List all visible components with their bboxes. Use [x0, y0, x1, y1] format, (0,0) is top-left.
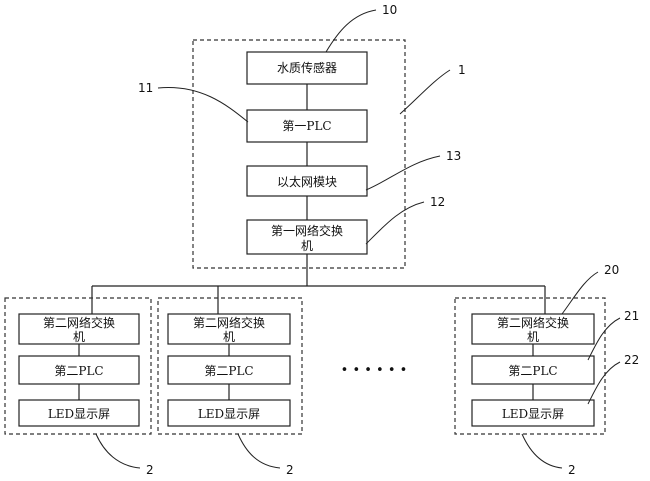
leader-ref-13 [365, 155, 441, 191]
leader-ref-22 [587, 361, 621, 405]
sub-unit-1-ref: 2 [146, 463, 154, 477]
leader-ref-11 [157, 86, 249, 123]
sub-unit-1-switch-line1: 第二网络交换 [43, 315, 115, 330]
ref-10: 10 [382, 3, 397, 17]
sub-unit-3-plc-label: 第二PLC [508, 364, 557, 378]
sub-unit-3-switch-line2: 机 [527, 330, 539, 344]
ref-1: 1 [458, 63, 466, 77]
sub-unit-2-plc-label: 第二PLC [204, 364, 253, 378]
sub-unit-3-switch-line1: 第二网络交换 [497, 315, 569, 330]
sub-unit-1-switch-line2: 机 [73, 330, 85, 344]
sub-unit-2-switch-box [167, 313, 291, 345]
main-unit-outline [192, 39, 406, 269]
ref-13: 13 [446, 149, 461, 163]
ref-12: 12 [430, 195, 445, 209]
leader-ref-1 [399, 69, 451, 115]
first-plc-label: 第一PLC [282, 119, 331, 133]
sub-unit-1-led-box [18, 399, 140, 427]
leader-sub-unit-2-ref [237, 433, 281, 469]
water-quality-sensor-label: 水质传感器 [277, 60, 337, 75]
ref-22: 22 [624, 353, 639, 367]
leader-ref-10 [325, 9, 377, 53]
leader-ref-21 [587, 317, 621, 361]
ref-11: 11 [138, 81, 153, 95]
leader-sub-unit-1-ref [95, 433, 141, 469]
sub-unit-2-plc-box [167, 355, 291, 385]
sub-unit-3-switch-box [471, 313, 595, 345]
sub-unit-3-ref: 2 [568, 463, 576, 477]
more-units-ellipsis: • • • • • • [341, 363, 408, 378]
ref-20: 20 [604, 263, 619, 277]
leader-ref-20 [561, 271, 599, 315]
sub-unit-1-plc-label: 第二PLC [54, 364, 103, 378]
sub-unit-1-led-label: LED显示屏 [48, 407, 110, 421]
sub-unit-2-led-box [167, 399, 291, 427]
leader-sub-unit-3-ref [521, 433, 563, 469]
first-network-switch-label-line1: 第一网络交换 [271, 223, 343, 238]
sub-unit-3-led-label: LED显示屏 [502, 407, 564, 421]
first-network-switch-label-line2: 机 [301, 239, 313, 253]
sub-unit-2-ref: 2 [286, 463, 294, 477]
sub-unit-1-plc-box [18, 355, 140, 385]
first-plc-box [246, 109, 368, 143]
ethernet-module-box [246, 165, 368, 197]
sub-unit-3-outline [454, 297, 606, 435]
sub-unit-3-led-box [471, 399, 595, 427]
sub-unit-2-switch-line2: 机 [223, 330, 235, 344]
sub-unit-1-outline [4, 297, 152, 435]
sub-unit-1-switch-box [18, 313, 140, 345]
ref-21: 21 [624, 309, 639, 323]
sub-unit-2-outline [157, 297, 303, 435]
leader-ref-12 [365, 201, 425, 245]
ethernet-module-label: 以太网模块 [277, 174, 337, 189]
sub-unit-2-led-label: LED显示屏 [198, 407, 260, 421]
sub-unit-3-plc-box [471, 355, 595, 385]
sub-unit-2-switch-line1: 第二网络交换 [193, 315, 265, 330]
